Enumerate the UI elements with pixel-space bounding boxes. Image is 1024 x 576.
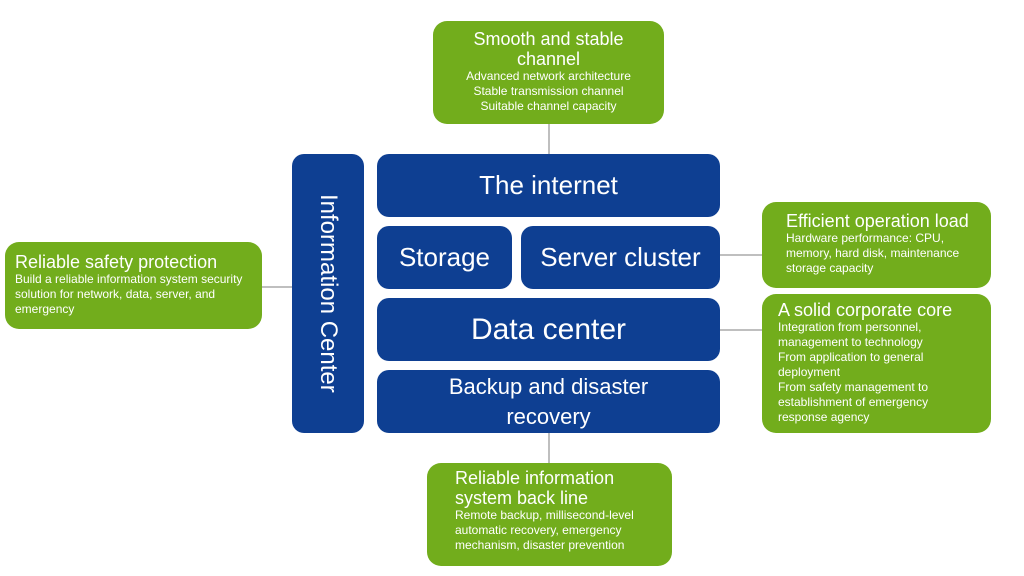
connector-bottom: [548, 433, 550, 463]
storage-block: Storage: [377, 226, 512, 289]
callout-bottom-title: Reliable information system back line: [455, 468, 615, 508]
information-center-block: Information Center: [292, 154, 364, 433]
callout-bottom-body: Remote backup, millisecond-level automat…: [455, 508, 634, 552]
callout-top-line: Stable transmission channel: [473, 84, 624, 98]
callout-right-lower: A solid corporate core Integration from …: [762, 294, 991, 433]
callout-right-lower-title: A solid corporate core: [778, 300, 953, 320]
callout-bottom: Reliable information system back line Re…: [427, 463, 672, 566]
data-center-label: Data center: [470, 312, 627, 346]
connector-right-upper: [720, 254, 762, 256]
callout-right-lower-line: From application to general deployment: [778, 350, 924, 379]
callout-left-title: Reliable safety protection: [15, 252, 218, 272]
callout-right-upper-body: Hardware performance: CPU, memory, hard …: [786, 231, 960, 275]
server-cluster-label: Server cluster: [540, 242, 701, 272]
callout-top: Smooth and stable channel Advanced netwo…: [433, 21, 664, 124]
callout-right-upper-title: Efficient operation load: [786, 211, 969, 231]
callout-right-lower-line: From safety management to establishment …: [778, 380, 929, 424]
callout-right-upper: Efficient operation load Hardware perfor…: [762, 202, 991, 288]
callout-left: Reliable safety protection Build a relia…: [5, 242, 262, 329]
connector-right-lower: [720, 329, 762, 331]
storage-label: Storage: [398, 242, 491, 272]
callout-right-lower-line: Integration from personnel, management t…: [778, 320, 923, 349]
backup-label: Backup and disaster recovery: [448, 373, 649, 429]
callout-top-title: Smooth and stable channel: [473, 29, 624, 69]
backup-block: Backup and disaster recovery: [377, 370, 720, 433]
data-center-block: Data center: [377, 298, 720, 361]
callout-top-line: Advanced network architecture: [466, 69, 631, 83]
information-center-label: Information Center: [315, 194, 342, 393]
callout-left-body: Build a reliable information system secu…: [15, 272, 243, 316]
server-cluster-block: Server cluster: [521, 226, 720, 289]
internet-block: The internet: [377, 154, 720, 217]
callout-top-line: Suitable channel capacity: [480, 99, 617, 113]
connector-left: [262, 286, 292, 288]
internet-label: The internet: [479, 170, 618, 200]
connector-top: [548, 124, 550, 154]
